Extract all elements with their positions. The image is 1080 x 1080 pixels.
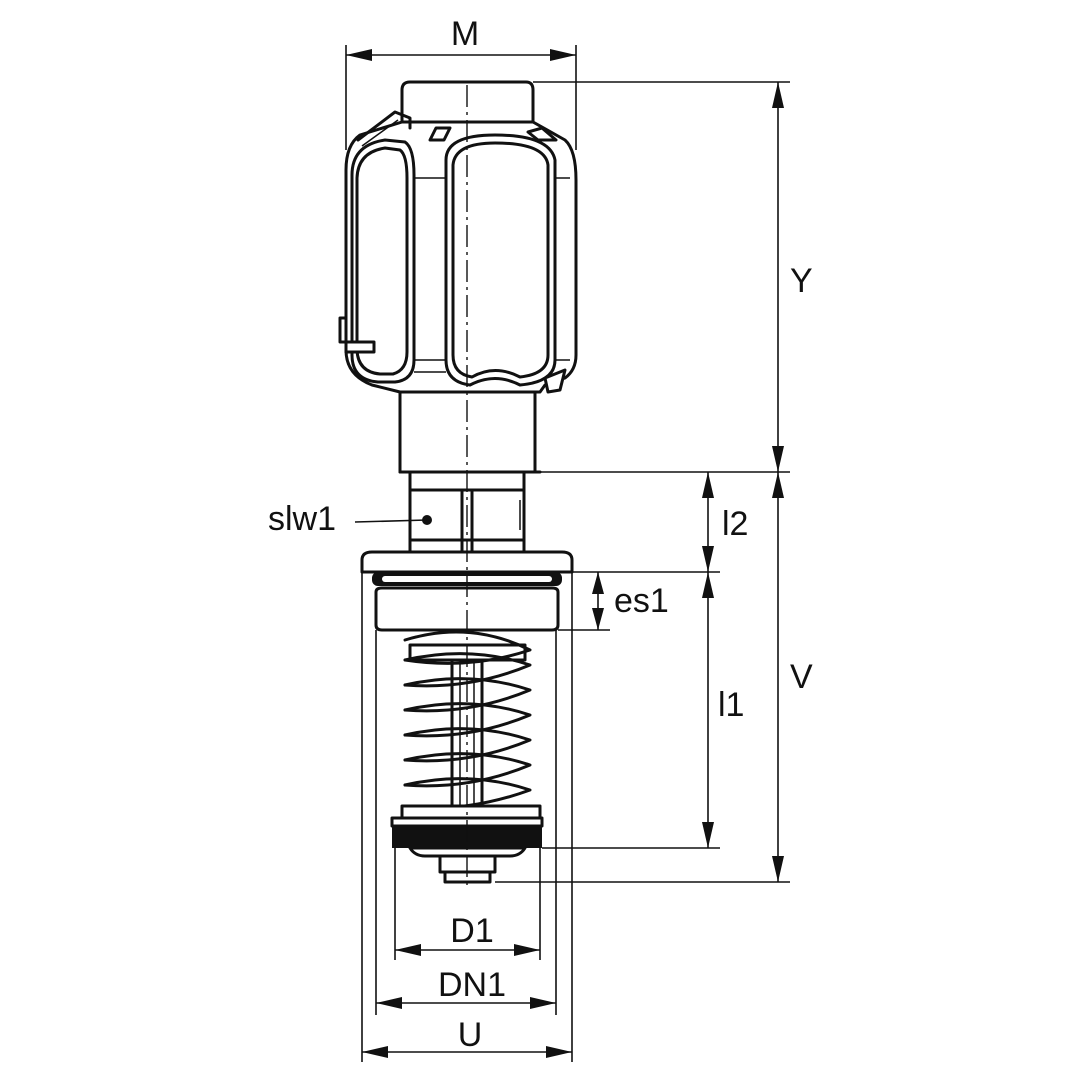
dimension-l1: l1 — [542, 572, 744, 849]
dimension-v: V — [495, 472, 813, 883]
dimension-d1: D1 — [394, 848, 541, 960]
dimension-y: Y — [533, 81, 813, 473]
handwheel-cap — [338, 80, 578, 394]
dimension-dn1: DN1 — [375, 630, 557, 1015]
label-d1: D1 — [450, 912, 493, 950]
dimension-l2: l2 — [572, 472, 748, 573]
leader-slw1: slw1 — [268, 500, 428, 538]
label-dn1: DN1 — [438, 966, 506, 1004]
dimension-m: M — [345, 15, 577, 150]
label-u: U — [458, 1016, 483, 1054]
dimension-u: U — [361, 572, 573, 1062]
neck — [398, 390, 542, 474]
label-l1: l1 — [718, 686, 744, 724]
label-slw1: slw1 — [268, 500, 336, 538]
label-v: V — [790, 658, 813, 696]
label-es1: es1 — [614, 582, 669, 620]
dimension-es1: es1 — [558, 572, 669, 631]
label-m: M — [451, 15, 479, 53]
label-y: Y — [790, 262, 813, 300]
label-l2: l2 — [722, 505, 748, 543]
